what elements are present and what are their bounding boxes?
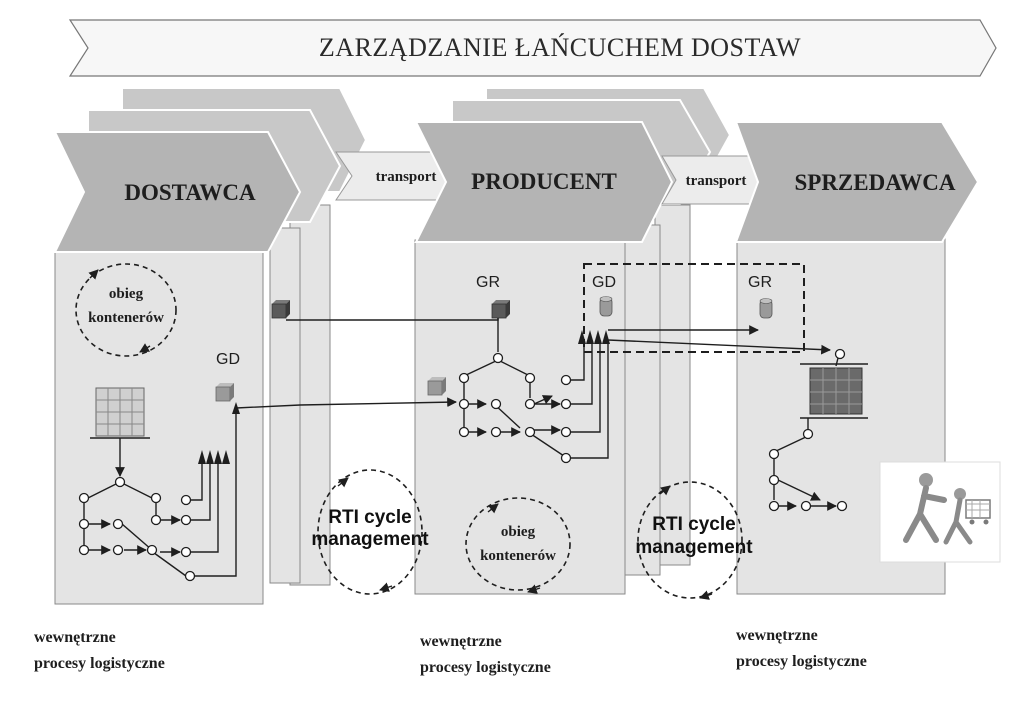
gd-box-icon [215, 383, 234, 402]
container-cycle-label-2b: kontenerów [480, 548, 556, 564]
shoppers-image [879, 461, 1001, 563]
caption-producer: wewnętrzne procesy logistyczne [420, 633, 551, 676]
supplier-process-network [78, 402, 240, 582]
banner-title: ZARZĄDZANIE ŁAŃCUCHEM DOSTAW [319, 33, 801, 62]
container-cycle-label-2a: obieg [501, 524, 536, 540]
transport-label-1: transport [376, 169, 437, 185]
caption-producer-line2: procesy logistyczne [420, 659, 551, 676]
container-cycle-producer [465, 497, 571, 591]
producer-process-network [458, 318, 610, 464]
caption-producer-line1: wewnętrzne [420, 633, 502, 650]
dark-box-icon [271, 300, 290, 319]
gr-container-icon [759, 298, 773, 319]
caption-supplier-line2: procesy logistyczne [34, 655, 165, 672]
seller-gr-label: GR [748, 274, 772, 291]
seller-process-network [768, 348, 848, 512]
producer-chevron [414, 121, 674, 243]
caption-supplier-line1: wewnętrzne [34, 629, 116, 646]
producer-back-panel-1 [624, 224, 661, 576]
rti-label-1a: RTI cycle [328, 507, 411, 528]
flow-supplier-gd-to-producer [235, 397, 457, 409]
rti-label-2a: RTI cycle [652, 514, 735, 535]
supplier-gd-label: GD [216, 351, 240, 368]
rti-label-2b: management [635, 537, 753, 558]
pallet-grid-icon [90, 387, 150, 439]
gd-gr-dashed-frame [583, 263, 805, 353]
producer-contents: GR GD [427, 274, 616, 594]
producer-gd-label: GD [592, 274, 616, 291]
supplier-contents: obieg kontenerów GD [75, 263, 290, 582]
seller-chevron [734, 121, 980, 243]
container-cycle-supplier [75, 263, 177, 357]
producer-gr-label: GR [476, 274, 500, 291]
supplier-panel [54, 251, 264, 605]
supplier-stack: DOSTAWCA [53, 87, 368, 605]
caption-seller-line2: procesy logistyczne [736, 653, 867, 670]
banner-arrow [68, 19, 997, 77]
flow-producer-to-seller-2 [607, 339, 831, 355]
caption-seller-line1: wewnętrzne [736, 627, 818, 644]
warehouse-shelf-icon [800, 363, 868, 419]
caption-supplier: wewnętrzne procesy logistyczne [34, 629, 165, 672]
producer-panel [414, 239, 626, 595]
supplier-label: DOSTAWCA [124, 180, 256, 205]
gr-box-icon [491, 300, 510, 319]
container-cycle-label-1b: kontenerów [88, 310, 164, 326]
light-box-icon [427, 377, 446, 396]
gd-container-icon [599, 296, 613, 317]
rti-cycle-2: RTI cycle management [635, 481, 753, 600]
rti-cycle-1: RTI cycle management [311, 469, 429, 595]
seller-contents: GR [748, 274, 1001, 563]
caption-seller: wewnętrzne procesy logistyczne [736, 627, 867, 670]
banner: ZARZĄDZANIE ŁAŃCUCHEM DOSTAW [68, 19, 997, 77]
producer-back-panel-2 [654, 204, 691, 566]
seller-label: SPRZEDAWCA [794, 170, 955, 195]
producer-label: PRODUCENT [471, 169, 617, 194]
transport-arrow-1: transport [335, 151, 463, 201]
supplier-chevron [53, 131, 302, 253]
container-cycle-label-1a: obieg [109, 286, 144, 302]
transport-label-2: transport [686, 173, 747, 189]
rti-label-1b: management [311, 529, 429, 550]
